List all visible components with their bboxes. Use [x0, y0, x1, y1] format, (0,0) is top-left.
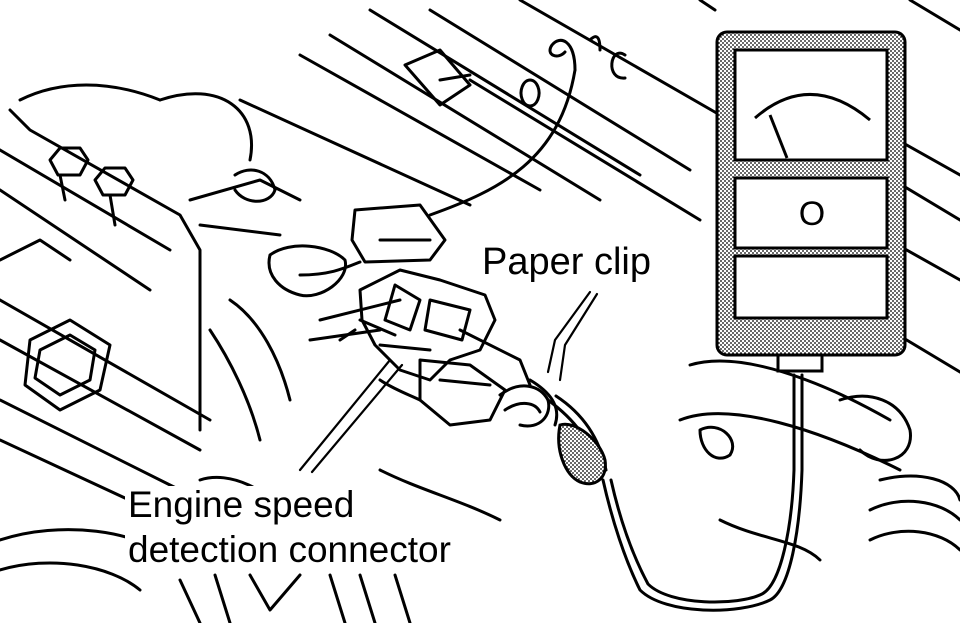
- right-background: [678, 0, 960, 562]
- connector-label-line2: detection connector: [125, 531, 454, 568]
- paper-clip-label: Paper clip: [479, 243, 654, 281]
- engine-speed-connector: [338, 268, 532, 427]
- harness: [208, 203, 447, 442]
- multimeter: [715, 30, 907, 373]
- connector-label-line1: Engine speed: [125, 486, 358, 523]
- paper-clip: [498, 378, 559, 428]
- test-leads: [546, 373, 804, 612]
- upper-hoses: [238, 0, 722, 222]
- engine-block: [0, 83, 302, 507]
- leader-lines: [298, 290, 599, 474]
- meter-selector-knob: O: [798, 195, 826, 233]
- probe: [557, 422, 607, 486]
